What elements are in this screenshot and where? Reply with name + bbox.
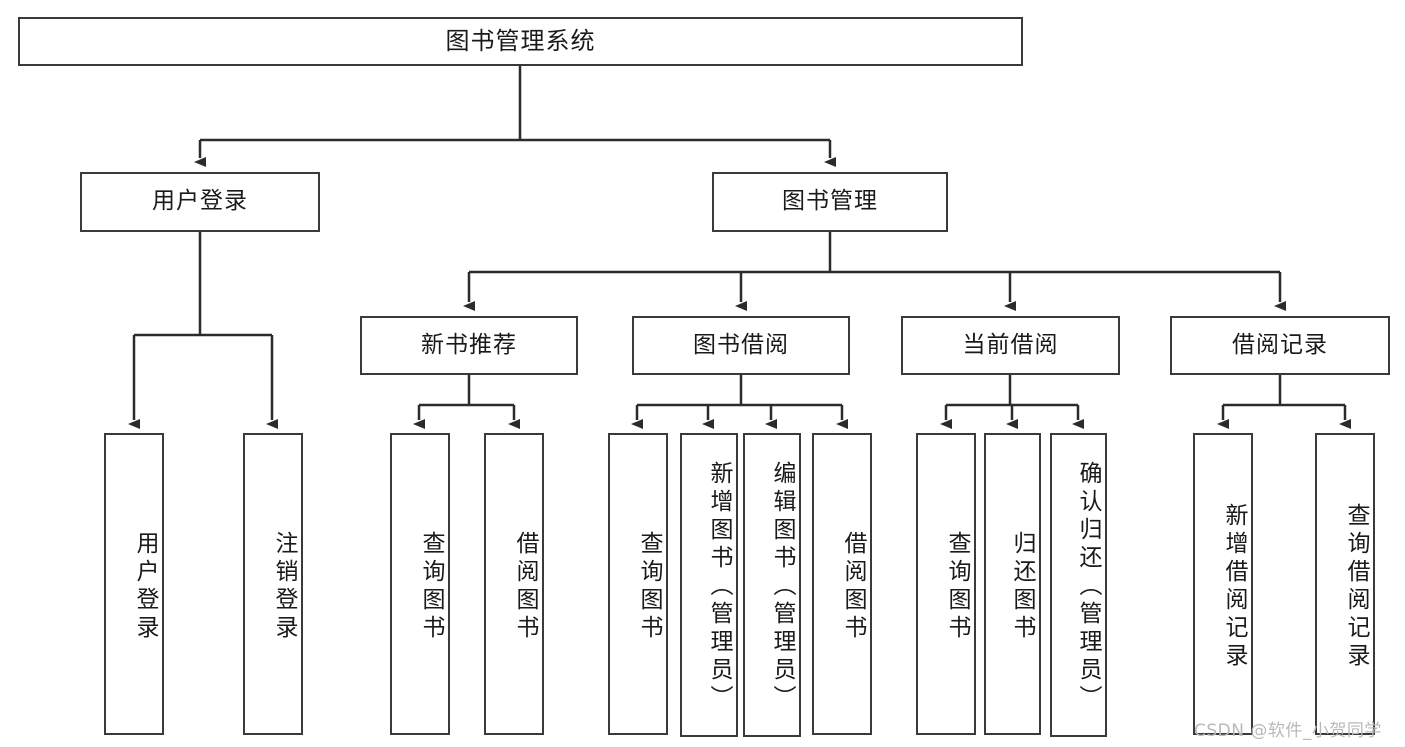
leaf-add-book[interactable]: 新增图书（管理员）: [680, 433, 738, 737]
leaf-borrow-book-1[interactable]: 借阅图书: [484, 433, 544, 735]
leaf-user-login-label: 用户登录: [132, 531, 158, 643]
leaf-query-book-1[interactable]: 查询图书: [390, 433, 450, 735]
node-root-label: 图书管理系统: [445, 27, 596, 56]
node-book-management-label: 图书管理: [782, 188, 878, 215]
node-book-borrow-label: 图书借阅: [693, 331, 789, 358]
leaf-confirm-return[interactable]: 确认归还（管理员）: [1050, 433, 1107, 737]
leaf-user-logout[interactable]: 注销登录: [243, 433, 303, 735]
node-book-borrow[interactable]: 图书借阅: [632, 316, 850, 375]
leaf-query-borrow-record[interactable]: 查询借阅记录: [1315, 433, 1375, 735]
leaf-add-book-label: 新增图书（管理员）: [706, 460, 732, 713]
leaf-query-book-3[interactable]: 查询图书: [916, 433, 976, 735]
leaf-borrow-book-2[interactable]: 借阅图书: [812, 433, 872, 735]
leaf-return-book-label: 归还图书: [1009, 531, 1035, 643]
leaf-query-book-2[interactable]: 查询图书: [608, 433, 668, 735]
node-book-management[interactable]: 图书管理: [712, 172, 948, 232]
leaf-add-borrow-record[interactable]: 新增借阅记录: [1193, 433, 1253, 735]
leaf-query-borrow-record-label: 查询借阅记录: [1343, 503, 1369, 671]
node-current-borrow-label: 当前借阅: [962, 331, 1059, 358]
leaf-edit-book-label: 编辑图书（管理员）: [769, 460, 795, 713]
leaf-user-logout-label: 注销登录: [271, 531, 297, 643]
leaf-add-borrow-record-label: 新增借阅记录: [1221, 503, 1247, 671]
leaf-confirm-return-label: 确认归还（管理员）: [1075, 460, 1101, 713]
leaf-borrow-book-2-label: 借阅图书: [840, 531, 866, 643]
leaf-edit-book[interactable]: 编辑图书（管理员）: [743, 433, 801, 737]
leaf-borrow-book-1-label: 借阅图书: [512, 531, 538, 643]
node-current-borrow[interactable]: 当前借阅: [901, 316, 1120, 375]
node-user-login[interactable]: 用户登录: [80, 172, 320, 232]
leaf-query-book-3-label: 查询图书: [944, 531, 970, 643]
node-borrow-record[interactable]: 借阅记录: [1170, 316, 1390, 375]
node-borrow-record-label: 借阅记录: [1232, 331, 1328, 358]
leaf-query-book-1-label: 查询图书: [418, 531, 444, 643]
leaf-return-book[interactable]: 归还图书: [984, 433, 1041, 735]
node-user-login-label: 用户登录: [152, 188, 248, 215]
leaf-user-login[interactable]: 用户登录: [104, 433, 164, 735]
node-new-book-recommendation[interactable]: 新书推荐: [360, 316, 578, 375]
csdn-watermark: CSDN @软件_小贺同学: [1194, 721, 1382, 741]
node-new-book-recommendation-label: 新书推荐: [421, 331, 517, 358]
node-root-book-management-system[interactable]: 图书管理系统: [18, 17, 1023, 66]
leaf-query-book-2-label: 查询图书: [636, 531, 662, 643]
